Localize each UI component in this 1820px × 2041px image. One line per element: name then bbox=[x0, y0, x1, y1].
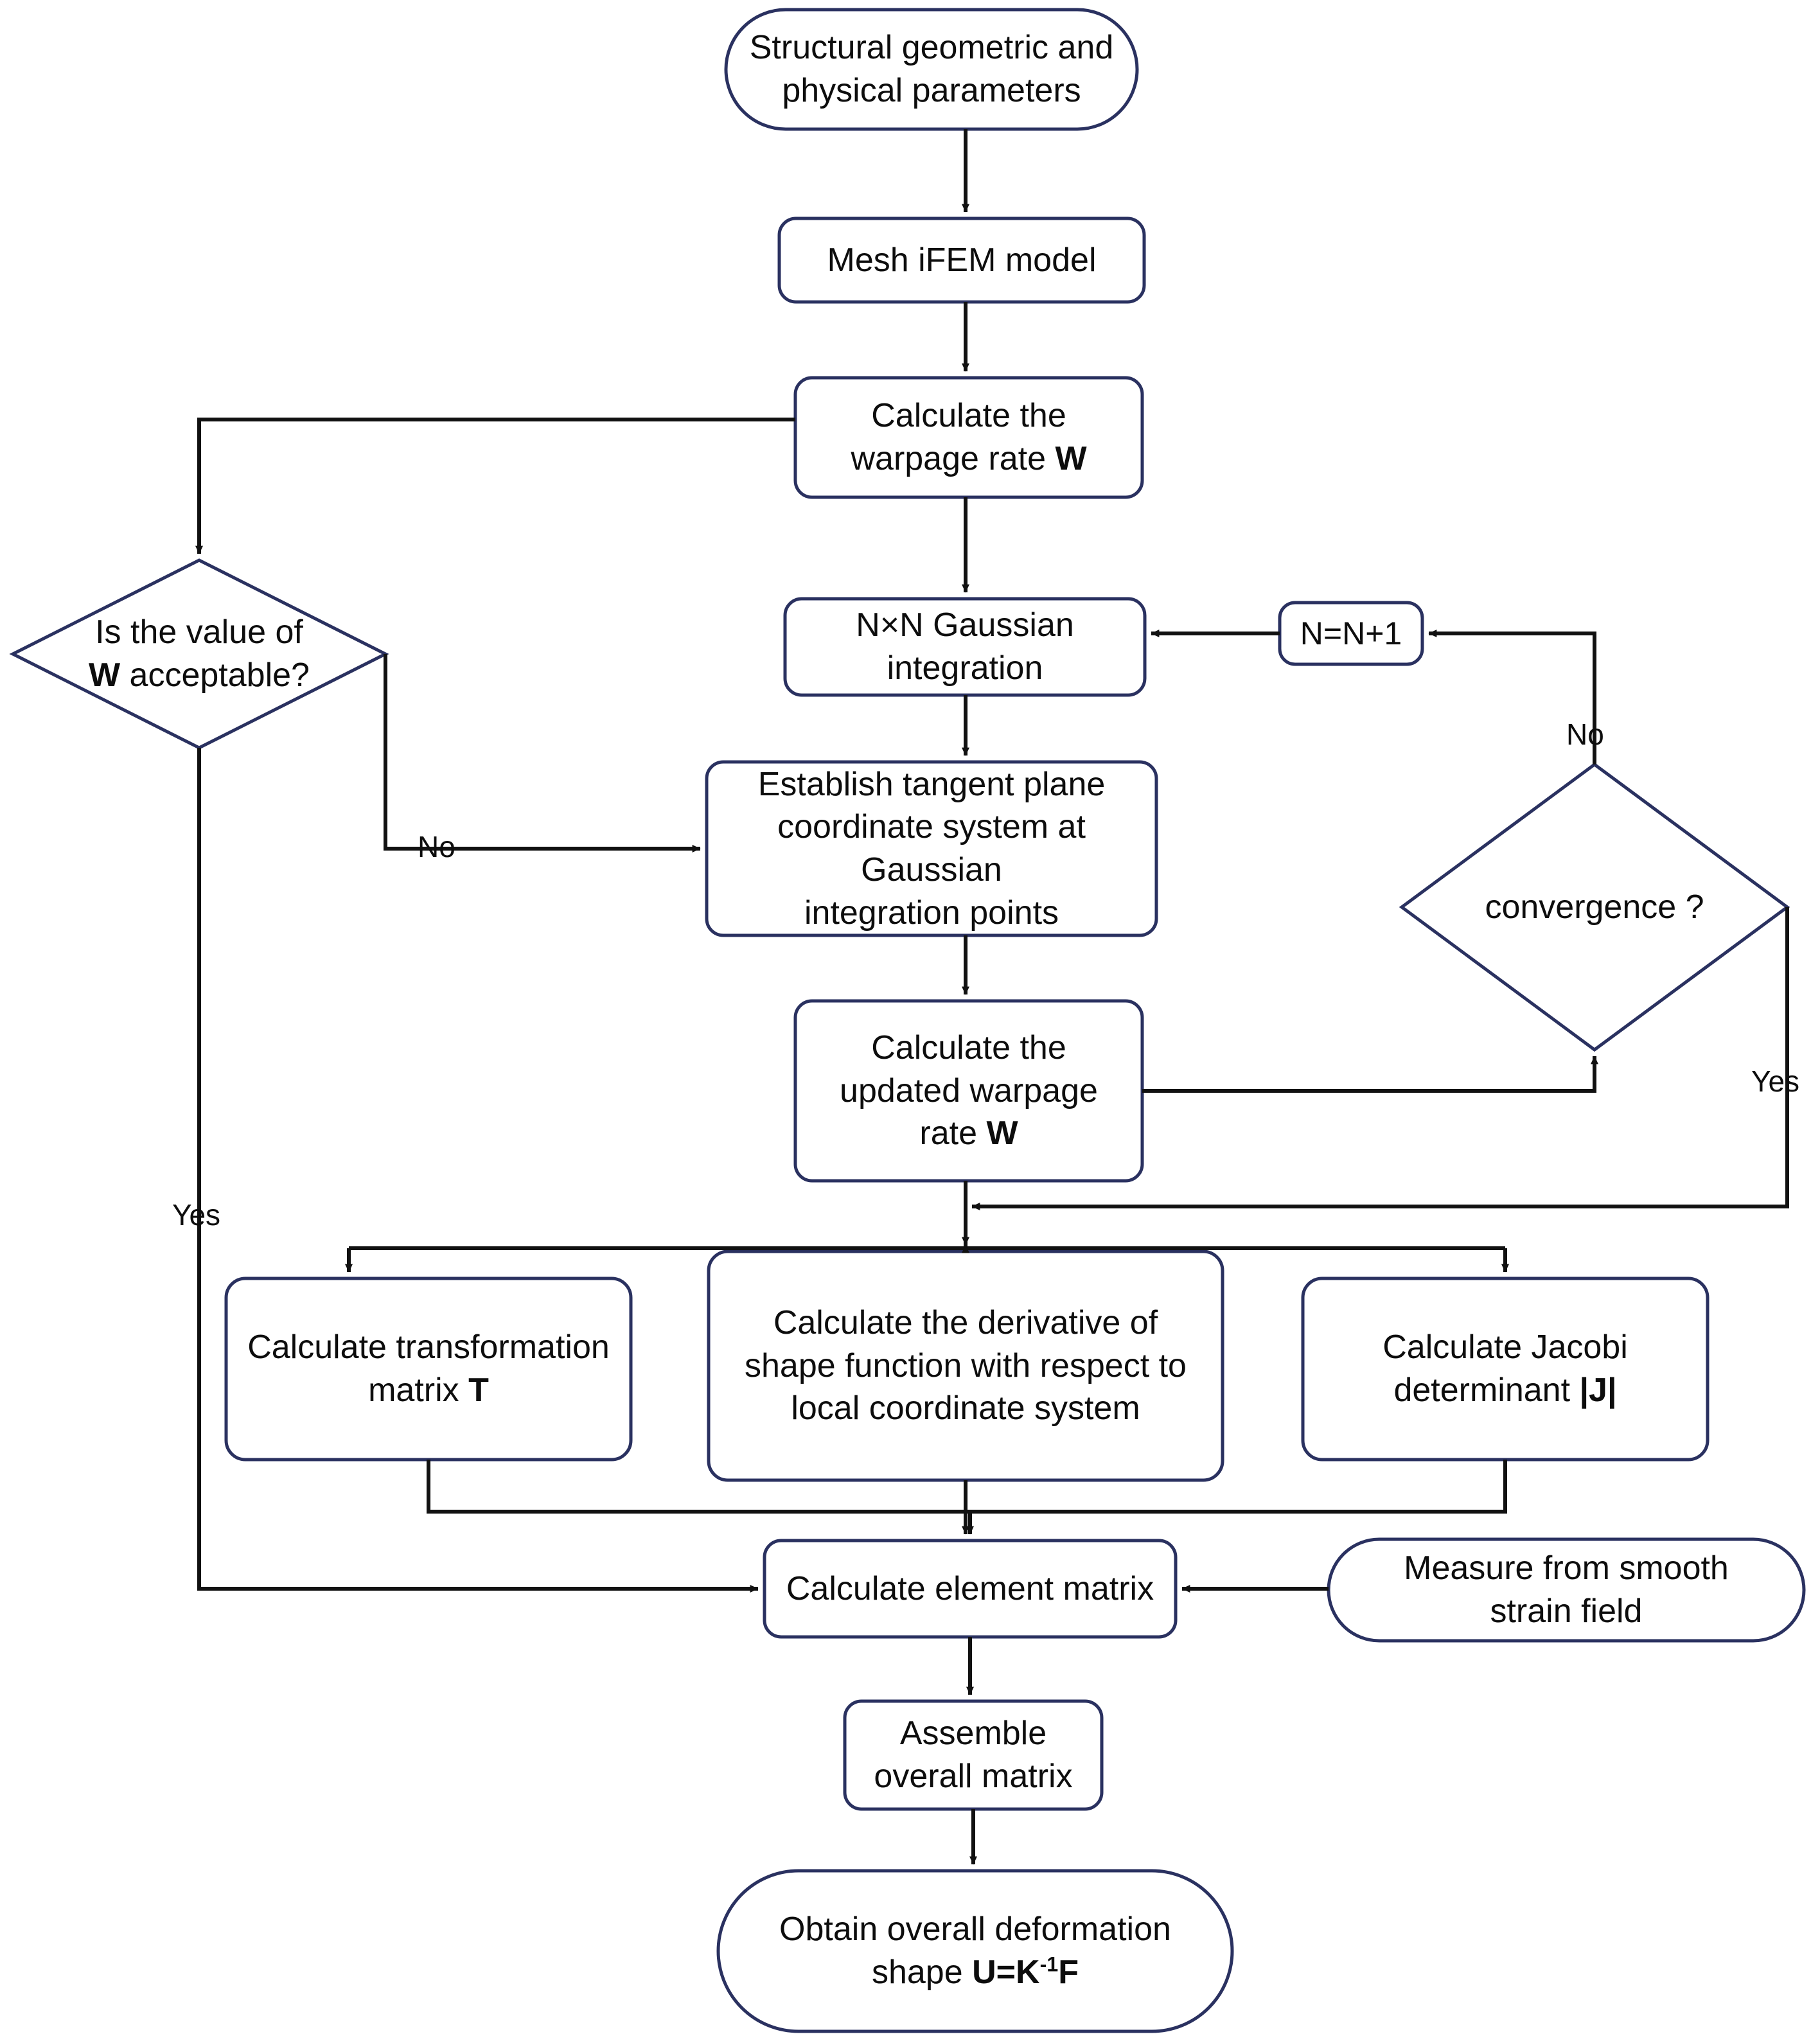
node-decision-w[interactable] bbox=[9, 558, 389, 750]
edge-calc-to-decision bbox=[195, 418, 795, 554]
edge-updated-to-convergence bbox=[1142, 1056, 1598, 1093]
node-start[interactable] bbox=[724, 8, 1139, 131]
node-mesh[interactable] bbox=[777, 216, 1146, 304]
edge-label-no-right: No bbox=[1566, 718, 1604, 751]
node-tangent-plane[interactable] bbox=[705, 760, 1158, 937]
edge-convergence-no-to-n bbox=[1428, 630, 1596, 764]
edge-label-yes-right: Yes bbox=[1751, 1065, 1800, 1098]
edge-label-no-left: No bbox=[418, 830, 455, 863]
node-convergence[interactable] bbox=[1399, 762, 1790, 1052]
edge-decision-no-to-tangent bbox=[384, 654, 701, 853]
node-calc-warpage[interactable] bbox=[793, 376, 1144, 499]
edge-jacobi-to-element bbox=[1221, 1460, 1507, 1514]
edge-label-yes-left: Yes bbox=[172, 1198, 221, 1232]
node-n-increment[interactable] bbox=[1278, 601, 1424, 666]
node-obtain[interactable] bbox=[716, 1869, 1234, 2033]
node-transform-matrix[interactable] bbox=[224, 1277, 633, 1462]
node-gauss[interactable] bbox=[783, 597, 1147, 697]
edge-trunk-to-element bbox=[966, 1510, 1221, 1535]
node-shape-derivative[interactable] bbox=[707, 1250, 1224, 1482]
node-jacobi[interactable] bbox=[1301, 1277, 1710, 1462]
node-updated-warpage[interactable] bbox=[793, 999, 1144, 1183]
node-element-matrix[interactable] bbox=[763, 1539, 1178, 1639]
node-measure-strain[interactable] bbox=[1327, 1537, 1806, 1643]
node-assemble[interactable] bbox=[843, 1699, 1104, 1811]
edge-transform-to-element bbox=[427, 1460, 1221, 1514]
edge-convergence-yes-to-trunk bbox=[971, 907, 1789, 1210]
edge-decision-yes-to-element bbox=[197, 748, 759, 1593]
